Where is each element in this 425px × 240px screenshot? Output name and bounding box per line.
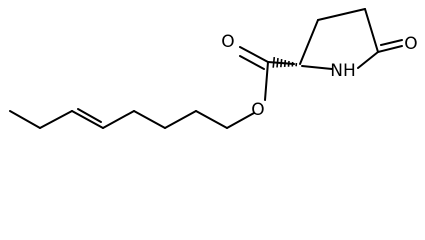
bond-c3-c2 [164,110,197,129]
hashed-wedge-stroke [287,60,290,67]
ester-group [239,46,295,101]
stereo-hashed-wedge [272,56,298,68]
bond-c7-c6 [39,110,73,129]
bond-carbonyl-double-inner [239,55,265,70]
ring-oxygen-label: O [404,34,417,54]
bond-c5-c4 [102,110,135,129]
bond-lactam-carbonyl-inner [380,39,403,46]
bond-c6-c5-double-outer [71,110,104,129]
bond-c1-ester-oxygen [226,112,255,129]
bond-c2-c3-ring [299,19,319,65]
octenyl-chain [9,108,255,129]
pyroglutamate-ring [299,8,403,70]
bond-c3-c4-ring [317,8,366,21]
bond-c8-c7 [9,110,41,129]
bond-lactam-carbonyl-outer [377,45,403,53]
bond-c4-c3 [133,110,166,129]
bond-c4-c5-ring [364,8,379,53]
hashed-wedge-stroke [283,59,287,68]
hashed-wedge-stroke [280,58,283,68]
carbonyl-oxygen-label: O [221,32,234,52]
bond-carbonyl-double-outer [239,46,269,63]
bond-c6-c5-double-inner [77,108,102,123]
bond-c2-c1 [195,110,228,129]
molecule-structure-diagram: O O NH O [9,8,418,129]
bond-ester-oxygen-carbonyl-carbon [264,61,269,101]
ring-nitrogen-label: NH [330,61,356,81]
hashed-wedge-stroke [276,57,279,68]
ester-oxygen-label: O [251,100,264,120]
atom-labels: O O NH O [221,32,417,120]
hashed-wedge-stroke [272,56,276,68]
bond-nitrogen-c2 [301,65,333,70]
bond-c5-nitrogen [357,51,379,69]
